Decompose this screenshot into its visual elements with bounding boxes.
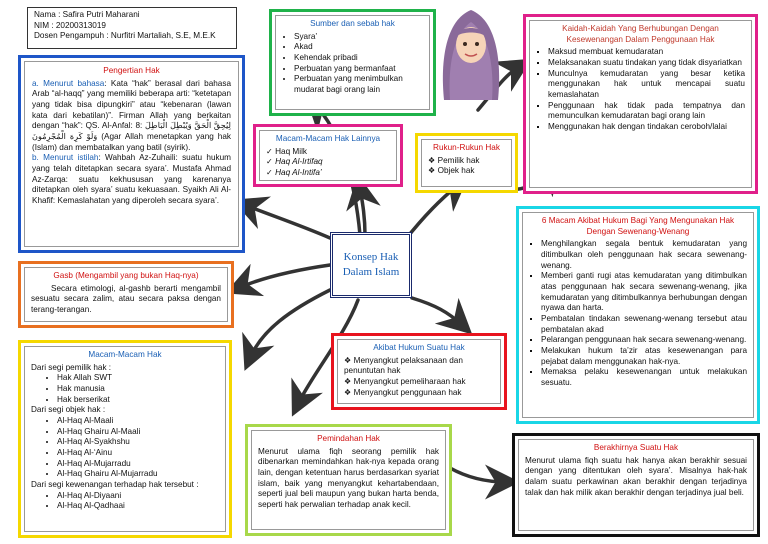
arrow-to-gasb bbox=[225, 263, 332, 297]
akibat-item: ❖ Menyangkut penggunaan hak bbox=[344, 387, 462, 397]
akibat6-item: Pelarangan penggunaan hak secara sewenan… bbox=[541, 335, 747, 346]
sumber-item: Akad bbox=[294, 42, 423, 53]
macam-item: Al-Haq Al-Syakhshu bbox=[57, 437, 219, 448]
akibat-list: ❖ Menyangkut pelaksanaan dan penuntutan … bbox=[344, 356, 494, 399]
akibat6-item: Memaksa pelaku kesewenangan untuk melaku… bbox=[541, 367, 747, 388]
macam-item: Al-Haq Ghairu Al-Maali bbox=[57, 427, 219, 438]
sumber-item: Perbuatan yang bermanfaat bbox=[294, 64, 423, 75]
macam-item: Al-Haq Al-‘Ainu bbox=[57, 448, 219, 459]
macam-title: Macam-Macam Hak bbox=[88, 350, 162, 359]
akibat6-box: 6 Macam Akibat Hukum Bagi Yang Mengunaka… bbox=[516, 206, 760, 424]
macam-list-1: Hak Allah SWT Hak manusia Hak berserikat bbox=[31, 373, 219, 405]
macam-group-1: Dari segi pemilik hak : bbox=[31, 362, 112, 372]
macam-lain-item: ✓ Haq Al-Irtifaq bbox=[266, 157, 323, 167]
pengertian-b-label: b. Menurut istilah bbox=[32, 153, 99, 163]
pengertian-agar: (Agar Allah menetapkan yang hak (Islam) … bbox=[32, 131, 231, 152]
sumber-box: Sumber dan sebab hak Syara’ Akad Kehenda… bbox=[269, 9, 436, 116]
macam-list-2: Al-Haq Al-Maali Al-Haq Ghairu Al-Maali A… bbox=[31, 416, 219, 480]
akibat-title: Akibat Hukum Suatu Hak bbox=[373, 343, 465, 352]
macam-item: Hak Allah SWT bbox=[57, 373, 219, 384]
arrow-to-macam bbox=[242, 288, 332, 371]
berakhir-text: Menurut ulama fiqh suatu hak hanya akan … bbox=[525, 455, 747, 497]
gasb-text: Secara etimologi, al-gashb berarti menga… bbox=[31, 283, 221, 314]
gasb-title: Gasb (Mengambil yang bukan Haq-nya) bbox=[53, 271, 199, 280]
rukun-title: Rukun-Rukun Hak bbox=[433, 143, 500, 152]
macam-lain-item: ✓ Haq Milk bbox=[266, 146, 307, 156]
macam-item: Al-Haq Al-Maali bbox=[57, 416, 219, 427]
arrow-to-pemindahan bbox=[291, 298, 360, 417]
arrow-to-rukun bbox=[403, 176, 469, 242]
student-name: Nama : Safira Putri Maharani bbox=[34, 10, 140, 19]
sumber-item: Syara’ bbox=[294, 32, 423, 43]
macam-item: Al-Haq Al-Mujarradu bbox=[57, 459, 219, 470]
macam-lain-item: ✓ Haq Al-Intifa’ bbox=[266, 167, 322, 177]
pengertian-a-text: : Kata “hak” berasal dari bahasa Arab “a… bbox=[32, 78, 232, 131]
macam-lain-list: ✓ Haq Milk ✓ Haq Al-Irtifaq ✓ Haq Al-Int… bbox=[266, 147, 390, 179]
macam-group-2: Dari segi objek hak : bbox=[31, 405, 106, 415]
rukun-item: ❖ Pemilik hak bbox=[428, 155, 480, 165]
akibat6-item: Memberi ganti rugi atas kemudaratan yang… bbox=[541, 271, 747, 314]
akibat6-item: Pembatalan tindakan sewenang-wenang ters… bbox=[541, 314, 747, 335]
akibat6-item: Menghilangkan segala bentuk kemudaratan … bbox=[541, 239, 747, 271]
gasb-box: Gasb (Mengambil yang bukan Haq-nya) Seca… bbox=[18, 261, 234, 328]
macam-lain-box: Macam-Macam Hak Lainnya ✓ Haq Milk ✓ Haq… bbox=[253, 124, 403, 187]
macam-item: Al-Haq Al-Qadhaai bbox=[57, 501, 219, 512]
arrow-rukun-to-kaidah bbox=[476, 58, 533, 112]
pengertian-a-label: a. Menurut bahasa bbox=[32, 78, 105, 88]
pemindahan-text: Menurut ulama fiqh seorang pemilik hak d… bbox=[258, 446, 439, 509]
arrow-to-macam-lain bbox=[346, 174, 381, 237]
macam-item: Hak berserikat bbox=[57, 395, 219, 406]
macam-list-3: Al-Haq Al-Diyaani Al-Haq Al-Qadhaai bbox=[31, 491, 219, 512]
macam-group-3: Dari segi kewenangan terhadap hak terseb… bbox=[31, 479, 199, 489]
akibat-item: ❖ Menyangkut pemeliharaan hak bbox=[344, 376, 466, 386]
central-topic: Konsep Hak Dalam Islam bbox=[330, 232, 412, 298]
pengertian-b-text: : Wahbah Az-Zuhaili: suatu hukum yang te… bbox=[32, 153, 231, 205]
arrow-to-akibat bbox=[410, 296, 473, 335]
sumber-item: Kehendak pribadi bbox=[294, 53, 423, 64]
berakhir-title: Berakhirnya Suatu Hak bbox=[593, 443, 679, 452]
pengertian-title: Pengertian Hak bbox=[103, 66, 160, 75]
pemindahan-box: Pemindahan Hak Menurut ulama fiqh seoran… bbox=[245, 424, 452, 536]
rukun-box: Rukun-Rukun Hak ❖ Pemilik hak ❖ Objek ha… bbox=[415, 133, 518, 193]
kaidah-item: Melaksanakan suatu tindakan yang tidak d… bbox=[548, 58, 745, 69]
macam-item: Hak manusia bbox=[57, 384, 219, 395]
rukun-list: ❖ Pemilik hak ❖ Objek hak bbox=[428, 156, 505, 177]
hijab-girl-illustration bbox=[442, 10, 500, 100]
sumber-title: Sumber dan sebab hak bbox=[310, 19, 395, 28]
student-nim: NIM : 20200313019 bbox=[34, 20, 106, 30]
kaidah-item: Munculnya kemudaratan yang besar ketika … bbox=[548, 69, 745, 101]
pengertian-text: a. Menurut bahasa: Kata “hak” berasal da… bbox=[32, 79, 231, 207]
kaidah-item: Maksud membuat kemudaratan bbox=[548, 47, 745, 58]
student-info-box: Nama : Safira Putri Maharani NIM : 20200… bbox=[27, 7, 237, 49]
kaidah-item: Penggunaan hak tidak pada tempatnya dan … bbox=[548, 101, 745, 122]
macam-item: Al-Haq Ghairu Al-Mujarradu bbox=[57, 469, 219, 480]
akibat6-item: Melakukan hukum ta’zir atas kesewenangan… bbox=[541, 346, 747, 367]
pengertian-arabic: لِيُحِقَّ الْحَقَّ وَيُبْطِلَ الْبَاطِلَ… bbox=[32, 121, 231, 141]
kaidah-list: Maksud membuat kemudaratan Melaksanakan … bbox=[536, 47, 745, 132]
rukun-item: ❖ Objek hak bbox=[428, 166, 475, 176]
sumber-list: Syara’ Akad Kehendak pribadi Perbuatan y… bbox=[282, 32, 423, 96]
akibat-box: Akibat Hukum Suatu Hak ❖ Menyangkut pela… bbox=[331, 333, 507, 410]
kaidah-box: Kaidah-Kaidah Yang Berhubungan Dengan Ke… bbox=[523, 14, 758, 194]
macam-box: Macam-Macam Hak Dari segi pemilik hak : … bbox=[18, 340, 232, 538]
macam-item: Al-Haq Al-Diyaani bbox=[57, 491, 219, 502]
macam-lain-title: Macam-Macam Hak Lainnya bbox=[275, 134, 381, 143]
kaidah-item: Menggunakan hak dengan tindakan ceroboh/… bbox=[548, 122, 745, 133]
central-topic-title: Konsep Hak Dalam Islam bbox=[342, 251, 400, 278]
pengertian-box: Pengertian Hak a. Menurut bahasa: Kata “… bbox=[18, 55, 245, 253]
pemindahan-title: Pemindahan Hak bbox=[317, 434, 380, 443]
arrow-to-pengertian bbox=[232, 196, 332, 240]
kaidah-title: Kaidah-Kaidah Yang Berhubungan Dengan Ke… bbox=[562, 24, 719, 44]
sumber-item: Perbuatan yang menimbulkan mudarat bagi … bbox=[294, 74, 423, 95]
akibat6-list: Menghilangkan segala bentuk kemudaratan … bbox=[529, 239, 747, 388]
berakhir-box: Berakhirnya Suatu Hak Menurut ulama fiqh… bbox=[512, 433, 760, 537]
arrow-pemindahan-to-berakhir bbox=[448, 464, 520, 500]
akibat-item: ❖ Menyangkut pelaksanaan dan penuntutan … bbox=[344, 355, 463, 376]
akibat6-title: 6 Macam Akibat Hukum Bagi Yang Mengunaka… bbox=[541, 216, 735, 236]
lecturer-name: Dosen Pengampuh : Nurfitri Martaliah, S.… bbox=[34, 31, 216, 41]
